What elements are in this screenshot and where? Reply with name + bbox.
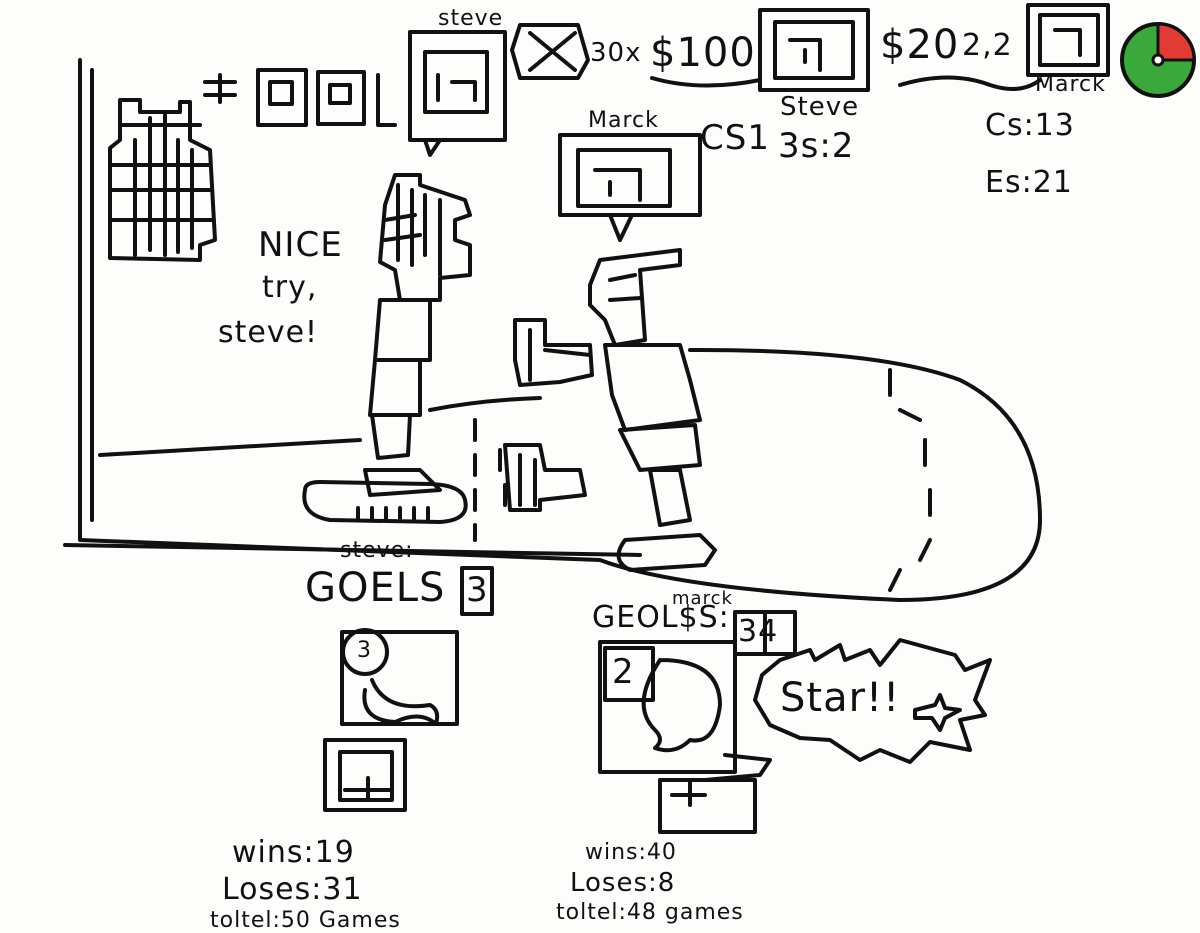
price-1: $100 bbox=[650, 30, 756, 76]
xbox-label: 30x bbox=[590, 38, 642, 68]
marck-name: marck bbox=[672, 588, 733, 609]
price-2-suffix: 2,2 bbox=[962, 28, 1013, 63]
field-outline bbox=[63, 58, 1042, 602]
speech-line-2: try, bbox=[262, 270, 318, 305]
marck-goals-label: GEOL$S: bbox=[592, 600, 730, 635]
steve-loses: Loses:31 bbox=[222, 872, 363, 907]
steve-wins: wins:19 bbox=[232, 835, 355, 870]
price-2: $20 bbox=[880, 22, 960, 68]
steve-chat-count: 3 bbox=[357, 638, 372, 663]
marck-hud-box bbox=[558, 133, 702, 242]
marck-loses: Loses:8 bbox=[570, 868, 676, 898]
speech-line-3: steve! bbox=[218, 315, 319, 350]
speech-line-1: NICE bbox=[258, 225, 343, 265]
marck-cs: Cs:13 bbox=[985, 108, 1075, 143]
steve-under-box: Steve bbox=[780, 92, 860, 122]
steve-player bbox=[302, 173, 472, 524]
marck-chat-count: 2 bbox=[612, 652, 635, 692]
marck-under-box: Marck bbox=[1035, 72, 1106, 97]
timer-pie bbox=[1120, 22, 1196, 98]
steve-name: steve: bbox=[340, 538, 414, 563]
marck-panel-art bbox=[598, 610, 992, 834]
marck-wins: wins:40 bbox=[585, 840, 677, 865]
steve-goals-value: 3 bbox=[466, 570, 489, 610]
steve-goals-label: GOELS bbox=[305, 565, 446, 611]
marck-goals-value: 34 bbox=[738, 614, 779, 649]
marck-total: toltel:48 games bbox=[556, 900, 744, 925]
marck-player bbox=[503, 248, 717, 572]
marck-es: Es:21 bbox=[985, 165, 1073, 200]
star-text: Star!! bbox=[780, 675, 901, 721]
steve-tag: steve bbox=[438, 6, 504, 31]
steve-total: toltel:50 Games bbox=[210, 908, 401, 933]
steve-es: 3s:2 bbox=[778, 126, 855, 166]
goal-net bbox=[108, 98, 217, 262]
marck-hud-label: Marck bbox=[588, 108, 659, 133]
top-icons bbox=[203, 3, 1110, 157]
steve-cs: CS1 bbox=[700, 118, 770, 158]
steve-panel-art bbox=[323, 566, 494, 812]
